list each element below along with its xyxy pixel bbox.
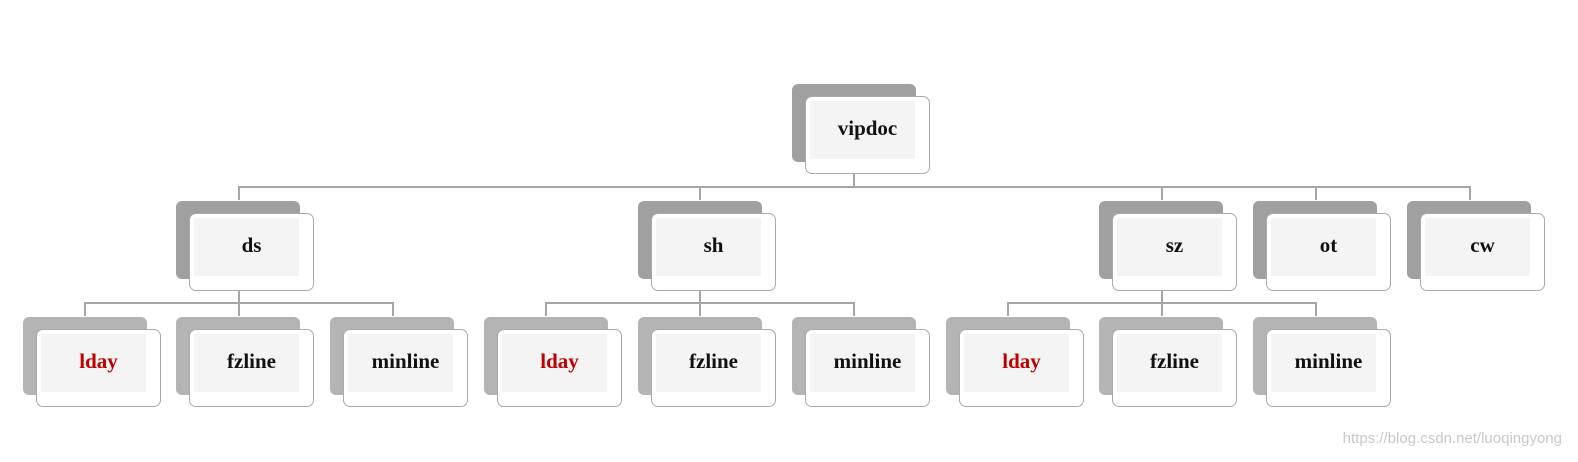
node-label: sh <box>703 232 724 257</box>
node-label: fzline <box>689 348 738 373</box>
connector-ds-fzline <box>238 302 240 316</box>
node-label: lday <box>540 348 579 373</box>
connector-to-sz <box>1161 186 1163 200</box>
node-label: fzline <box>1150 348 1199 373</box>
node-label: ds <box>241 232 262 257</box>
node-label: fzline <box>227 348 276 373</box>
connector-to-ds <box>238 186 240 200</box>
connector-root-down <box>853 174 855 187</box>
connector-to-ot <box>1315 186 1317 200</box>
connector-ds-down <box>238 291 240 304</box>
node-label: lday <box>79 348 118 373</box>
connector-sh-fzline <box>699 302 701 316</box>
connector-sz-down <box>1161 291 1163 304</box>
connector-sh-down <box>699 291 701 304</box>
node-label: cw <box>1470 232 1495 257</box>
connector-sz-fzline <box>1161 302 1163 316</box>
node-label: minline <box>371 348 440 373</box>
connector-sh-minline <box>853 302 855 316</box>
node-label: ot <box>1319 232 1338 257</box>
connector-sz-lday <box>1007 302 1009 316</box>
connector-level1-bus <box>238 186 1471 188</box>
connector-sh-lday <box>545 302 547 316</box>
connector-ds-lday <box>84 302 86 316</box>
connector-sz-minline <box>1315 302 1317 316</box>
node-label: sz <box>1165 232 1184 257</box>
node-label: lday <box>1002 348 1041 373</box>
connector-to-sh <box>699 186 701 200</box>
connector-ds-minline <box>392 302 394 316</box>
watermark: https://blog.csdn.net/luoqingyong <box>1342 430 1562 447</box>
connector-to-cw <box>1469 186 1471 200</box>
node-label: vipdoc <box>837 115 898 140</box>
node-label: minline <box>1294 348 1363 373</box>
node-label: minline <box>833 348 902 373</box>
